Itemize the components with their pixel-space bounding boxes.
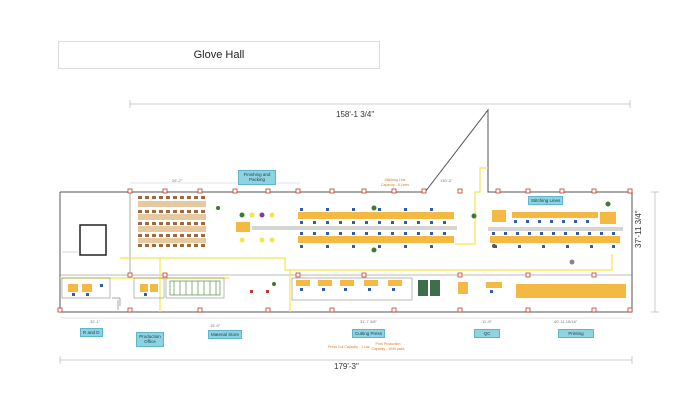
finishing-tables xyxy=(138,201,206,243)
label-finishing-text: Finishing and Packing xyxy=(243,172,271,183)
lower-rooms xyxy=(61,277,413,301)
dim-bottom-total: 179'-3" xyxy=(334,362,359,371)
plants xyxy=(216,201,611,286)
note-stitching: Stitching Line Capacity - 8 Lines xyxy=(380,178,410,187)
stitching-chairs-right xyxy=(492,220,615,248)
finishing-chairs xyxy=(138,196,205,247)
page-title: Glove Hall xyxy=(193,49,245,61)
stitching-conveyor-right xyxy=(488,227,623,231)
label-material-store: Material Store xyxy=(208,330,243,340)
dim-right-height: 37'-11 3/4" xyxy=(634,210,643,248)
note-cutting-2: Print Production Capacity - 1000 pairs xyxy=(370,342,406,351)
dim-seg-bot-left: 32'-1" xyxy=(90,319,101,324)
stitching-conveyor-left xyxy=(252,226,457,230)
note-cutting-2-text: Print Production Capacity - 1000 pairs xyxy=(371,342,405,351)
dimension-lines xyxy=(59,100,659,364)
label-cutting: Cutting Press xyxy=(352,329,386,339)
stitching-chairs-left xyxy=(300,208,446,248)
stitching-tables-right xyxy=(490,210,620,243)
material-store-shelves xyxy=(169,280,221,296)
doors xyxy=(112,297,121,310)
label-printing: Printing xyxy=(558,329,594,339)
label-qc: QC xyxy=(474,329,500,339)
misc-markers xyxy=(250,290,269,293)
dim-seg-top-left: 26'-2" xyxy=(172,178,183,183)
dim-seg-bot-store: 15'-5" xyxy=(210,323,221,328)
stitching-tables-left xyxy=(236,212,454,243)
label-finishing: Finishing and Packing xyxy=(238,170,276,185)
note-stitching-text: Stitching Line Capacity - 8 Lines xyxy=(380,178,409,187)
dim-seg-bot-printing: 40'-11 15/16" xyxy=(554,319,578,324)
dim-seg-top-mid: 130'-3" xyxy=(440,178,453,183)
title-box: Glove Hall xyxy=(58,41,380,69)
dim-seg-bot-qc: 11'-9" xyxy=(482,319,492,324)
machines xyxy=(418,280,440,296)
lower-furniture xyxy=(68,280,626,298)
lower-chairs xyxy=(72,284,493,296)
label-stitching: Stitching Lines xyxy=(528,196,564,206)
columns xyxy=(57,188,633,313)
label-production-office: Production Office xyxy=(136,332,164,347)
note-cutting-1: Press Cut Capacity - 1 Lac xyxy=(328,345,370,349)
label-production-office-text: Production Office xyxy=(139,334,161,345)
dim-top-total: 158'-1 3/4" xyxy=(336,110,375,119)
dim-seg-bot-cutting: 31'-7 3/8" xyxy=(360,319,377,324)
label-rnd: R and D xyxy=(80,328,103,338)
